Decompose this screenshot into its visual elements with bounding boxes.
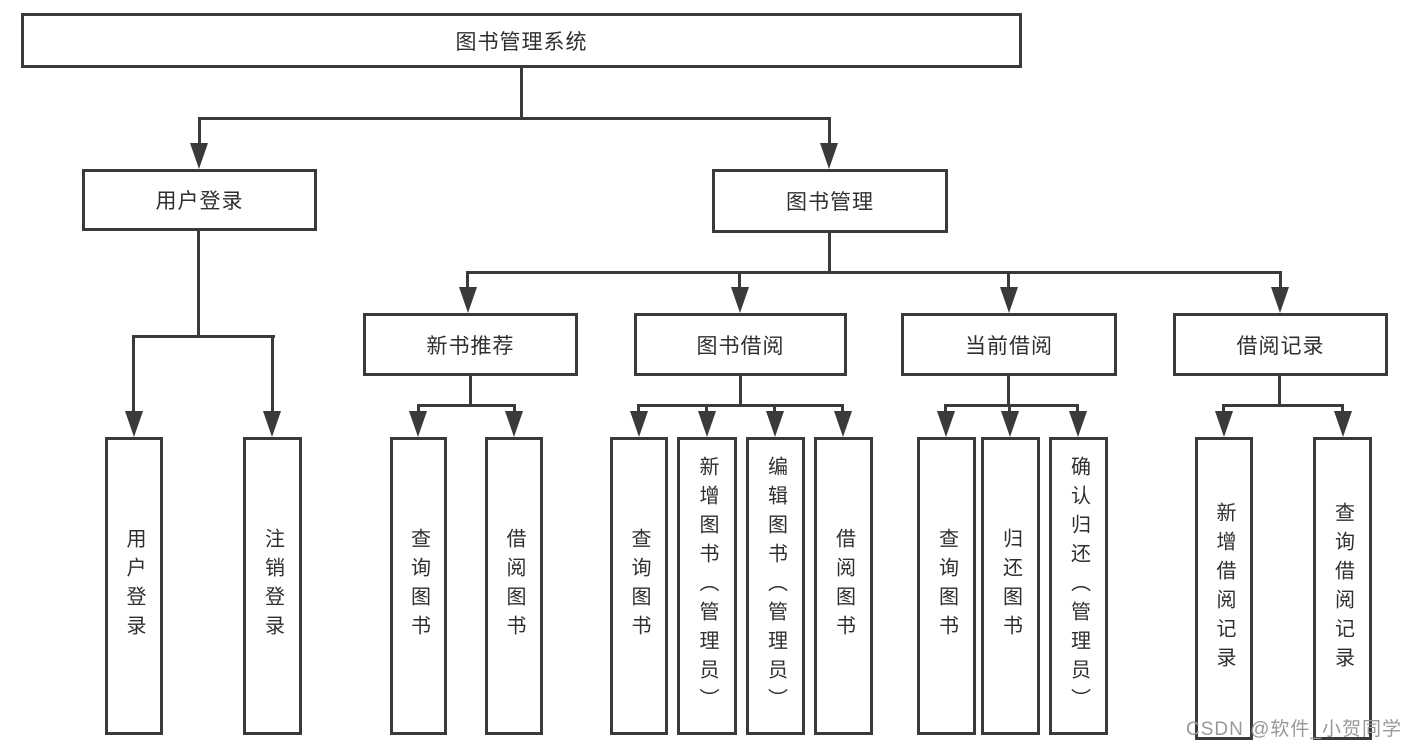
leaf-label: 用户登录 [123, 528, 145, 644]
connector-line [198, 117, 831, 120]
leaf-label: 新增图书（管理员） [696, 455, 718, 717]
leaf-label: 查询图书 [628, 528, 650, 644]
arrowhead-down-icon [459, 287, 477, 313]
connector-line [1007, 374, 1010, 406]
leaf-confirm-return-admin: 确认归还（管理员） [1049, 437, 1108, 735]
arrowhead-down-icon [820, 143, 838, 169]
node-label: 图书借阅 [696, 334, 785, 358]
leaf-label: 查询图书 [407, 528, 430, 644]
arrowhead-down-icon [1069, 411, 1087, 437]
connector-line [705, 404, 708, 414]
leaf-label: 注销登录 [261, 528, 284, 644]
node-label: 当前借阅 [965, 334, 1053, 358]
node-label: 新书推荐 [426, 334, 515, 358]
arrowhead-down-icon [630, 411, 648, 437]
connector-line [513, 404, 516, 414]
node-borrowing-records: 借阅记录 [1173, 313, 1388, 376]
node-label: 借阅记录 [1236, 334, 1325, 358]
arrowhead-down-icon [766, 411, 784, 437]
connector-line [1008, 404, 1011, 414]
connector-line [466, 271, 469, 291]
arrowhead-down-icon [698, 411, 716, 437]
connector-line [132, 335, 135, 413]
node-book-management: 图书管理 [712, 169, 948, 233]
leaf-query-books-borrowing: 查询图书 [610, 437, 668, 735]
connector-line [198, 117, 201, 147]
connector-line [739, 374, 742, 406]
arrowhead-down-icon [125, 411, 143, 437]
leaf-borrow-books-recommend: 借阅图书 [485, 437, 543, 735]
connector-line [637, 404, 844, 407]
arrowhead-down-icon [505, 411, 523, 437]
connector-line [1222, 404, 1344, 407]
connector-line [469, 374, 472, 406]
connector-line [466, 271, 1282, 274]
leaf-borrow-books-borrowing: 借阅图书 [814, 437, 873, 735]
watermark-text: CSDN @软件_小贺同学 [1186, 719, 1402, 740]
leaf-add-book-admin: 新增图书（管理员） [677, 437, 737, 735]
leaf-logout: 注销登录 [243, 437, 302, 735]
connector-line [197, 230, 200, 337]
connector-line [738, 271, 741, 291]
connector-line [828, 117, 831, 147]
arrowhead-down-icon [937, 411, 955, 437]
node-label: 图书管理 [786, 191, 874, 214]
leaf-return-books: 归还图书 [981, 437, 1040, 735]
connector-line [271, 335, 274, 413]
connector-line [417, 404, 420, 414]
arrowhead-down-icon [190, 143, 208, 169]
arrowhead-down-icon [263, 411, 281, 437]
arrowhead-down-icon [1001, 411, 1019, 437]
leaf-user-login: 用户登录 [105, 437, 163, 735]
leaf-label: 归还图书 [999, 528, 1022, 644]
connector-line [1341, 404, 1344, 414]
connector-line [944, 404, 1079, 407]
node-book-borrowing: 图书借阅 [634, 313, 847, 376]
arrowhead-down-icon [731, 287, 749, 313]
leaf-add-borrow-record: 新增借阅记录 [1195, 437, 1253, 740]
arrowhead-down-icon [1000, 287, 1018, 313]
leaf-label: 借阅图书 [503, 528, 525, 644]
node-root-label: 图书管理系统 [455, 30, 588, 54]
leaf-label: 编辑图书（管理员） [764, 455, 787, 717]
node-root: 图书管理系统 [21, 13, 1022, 68]
connector-line [417, 404, 516, 407]
leaf-label: 新增借阅记录 [1213, 501, 1235, 676]
connector-line [773, 404, 776, 414]
arrowhead-down-icon [1215, 411, 1233, 437]
connector-line [1222, 404, 1225, 414]
leaf-label: 查询图书 [935, 528, 958, 644]
arrowhead-down-icon [1334, 411, 1352, 437]
connector-line [132, 335, 275, 338]
leaf-query-borrow-record: 查询借阅记录 [1313, 437, 1372, 740]
connector-line [1007, 271, 1010, 291]
arrowhead-down-icon [409, 411, 427, 437]
connector-line [637, 404, 640, 414]
node-new-book-recommend: 新书推荐 [363, 313, 578, 376]
connector-line [944, 404, 947, 414]
connector-line [1076, 404, 1079, 414]
node-label: 用户登录 [155, 190, 244, 213]
arrowhead-down-icon [834, 411, 852, 437]
connector-line [841, 404, 844, 414]
leaf-edit-book-admin: 编辑图书（管理员） [746, 437, 805, 735]
arrowhead-down-icon [1271, 287, 1289, 313]
connector-line [1278, 374, 1281, 406]
node-current-borrowing: 当前借阅 [901, 313, 1117, 376]
connector-line [520, 66, 523, 120]
leaf-query-books-current: 查询图书 [917, 437, 976, 735]
connector-line [1279, 271, 1282, 291]
connector-line [828, 231, 831, 273]
leaf-label: 查询借阅记录 [1331, 501, 1354, 676]
node-user-login: 用户登录 [82, 169, 317, 231]
leaf-query-books-recommend: 查询图书 [390, 437, 447, 735]
leaf-label: 借阅图书 [832, 528, 855, 644]
leaf-label: 确认归还（管理员） [1067, 455, 1090, 717]
